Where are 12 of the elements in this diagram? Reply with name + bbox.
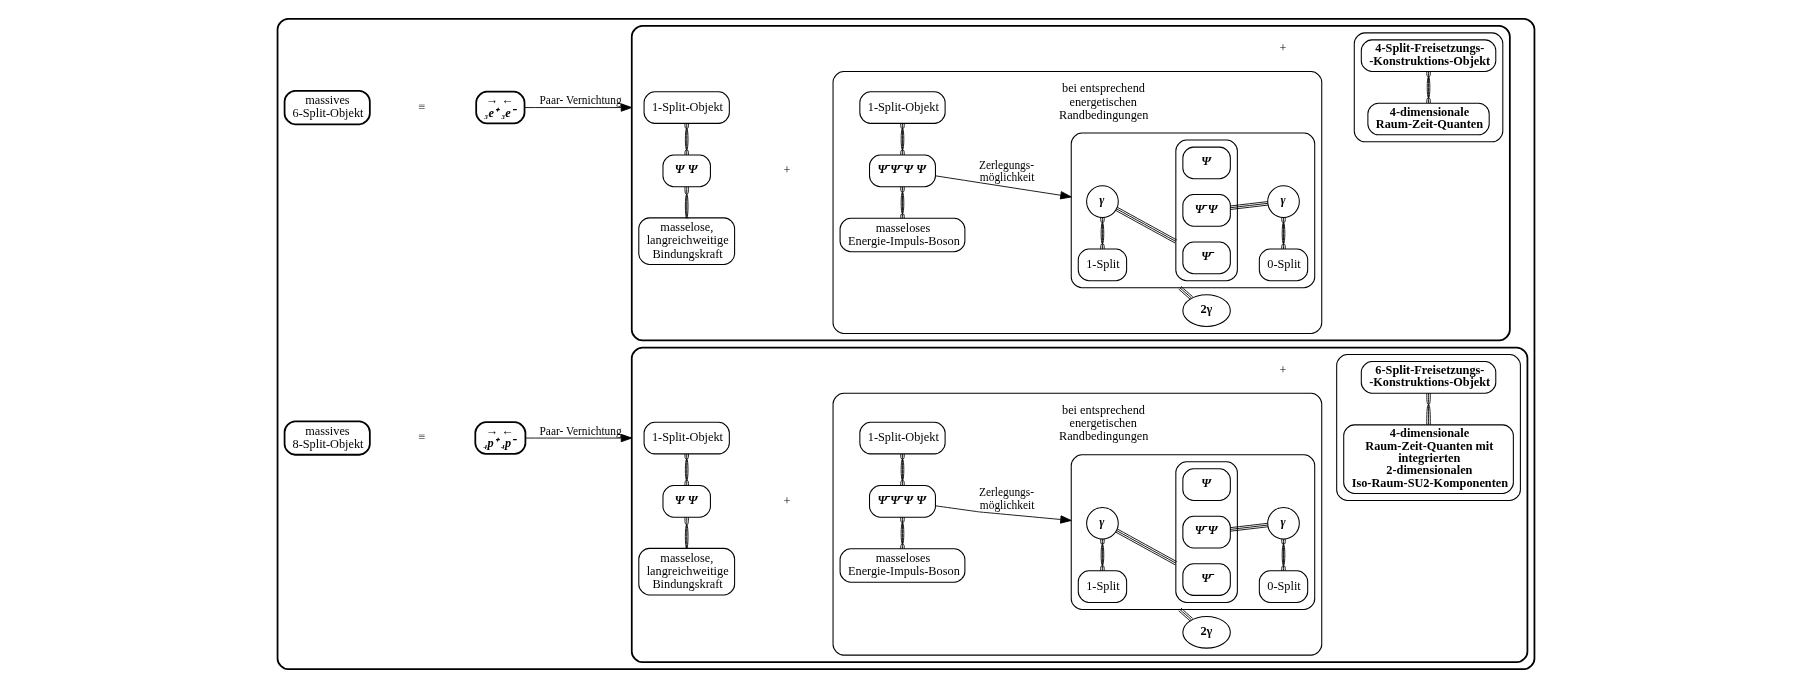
label: bei entsprechend energetischen Randbedingungen <box>1058 403 1148 444</box>
edge-label: Paar- Vernichtung <box>538 424 622 437</box>
label: + <box>1279 362 1286 377</box>
label: + <box>1279 40 1286 55</box>
label: + <box>782 493 790 508</box>
label: ≡ <box>418 99 426 114</box>
label: ≡ <box>418 430 426 445</box>
edge-label: Paar- Vernichtung <box>538 94 622 107</box>
edge-label: Zerlegungs- möglichkeit <box>978 486 1034 511</box>
label: + <box>782 163 790 178</box>
edge-label: Zerlegungs- möglichkeit <box>978 158 1034 183</box>
label: bei entsprechend energetischen Randbedingungen <box>1058 81 1148 122</box>
